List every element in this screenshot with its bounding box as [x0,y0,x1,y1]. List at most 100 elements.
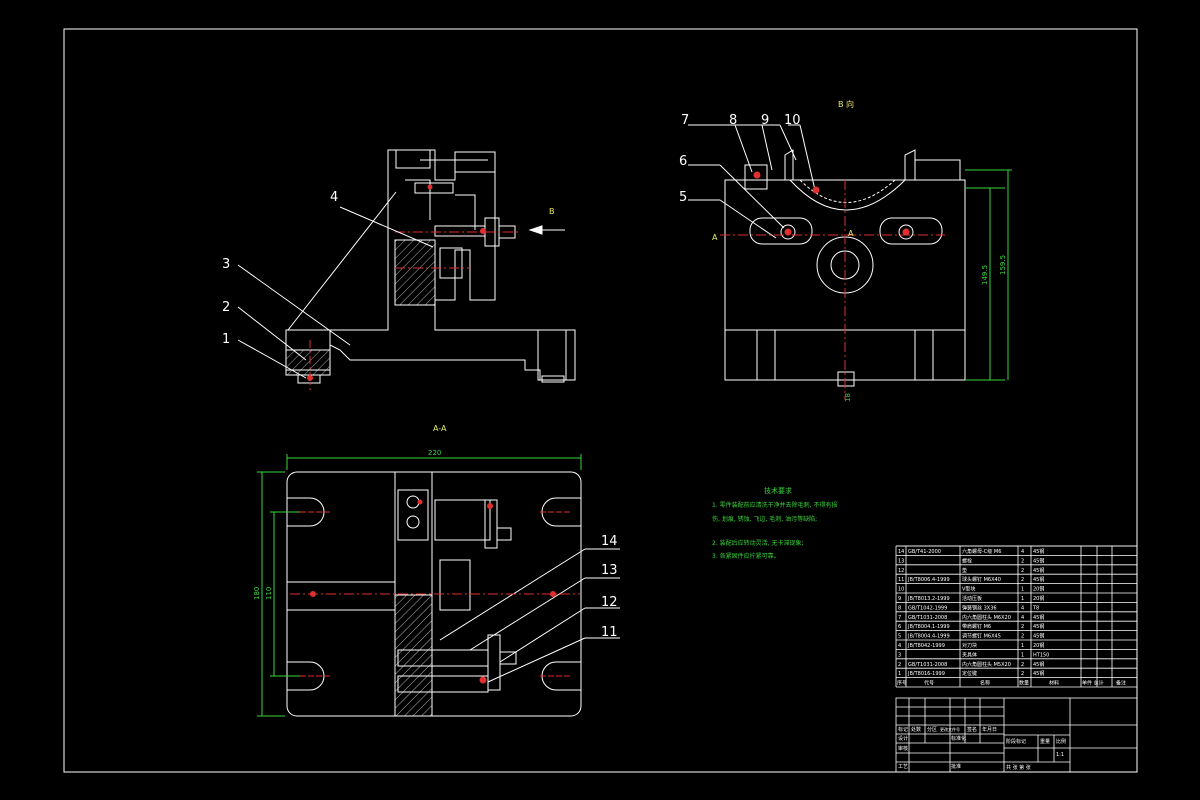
dim-height-inner: 110 [265,587,273,600]
parts-row-mat: 45钢 [1033,576,1044,583]
tb-scale: 比例 [1056,738,1066,745]
balloon-3: 3 [222,257,230,272]
tb-sheet: 共 张 第 张 [1006,764,1031,771]
parts-row-code: JB/T8004.1-1999 [907,624,950,630]
section-aa-view [286,471,620,717]
parts-row-qty: 4 [1021,605,1024,611]
parts-row-name: 垫 [962,567,967,574]
parts-row-name: 内六角圆柱头 M6X20 [962,614,1011,621]
b-view [688,124,1012,387]
front-view [237,149,576,390]
parts-row-qty: 2 [1021,671,1024,677]
tech-notes-line1: 1. 零件装配前应清洗干净并去除毛刺, 不得有损 [712,501,837,509]
tech-notes-line2: 伤, 划痕, 锈蚀, 飞边, 毛刺, 油污等缺陷; [712,515,817,523]
parts-row-mat: 45钢 [1033,661,1044,668]
dim-width-top: 220 [428,449,441,457]
parts-row-qty: 2 [1021,568,1024,574]
parts-row-mat: 45钢 [1033,548,1044,555]
parts-row-code: JB/T8006.4-1999 [907,577,950,583]
parts-row-code: JB/T8013.2-1999 [907,596,950,602]
tb-doc: 更改文件号 [940,726,960,732]
b-view-centerlines [720,171,945,400]
parts-row-name: 对刀块 [962,642,977,649]
drawing-frame [63,28,1138,773]
parts-row-no: 14 [898,549,904,555]
parts-row-no: 9 [898,596,901,602]
parts-row-qty: 4 [1021,549,1024,555]
parts-row-name: 球头螺钉 M6X40 [962,576,1001,583]
parts-header-mat: 材料 [1049,680,1059,687]
parts-row-qty: 2 [1021,634,1024,640]
balloon-11: 11 [601,625,618,640]
parts-row-mat: 45钢 [1033,633,1044,640]
parts-row-no: 5 [898,634,901,640]
parts-row-no: 4 [898,643,901,649]
tb-scale-value: 1:1 [1056,752,1064,758]
parts-row-no: 13 [898,558,904,564]
parts-row-no: 10 [898,587,904,593]
parts-row-mat: 45钢 [1033,567,1044,574]
parts-header-no: 序号 [897,680,907,687]
parts-row-qty: 2 [1021,662,1024,668]
parts-list [895,545,1138,688]
parts-row-name: 定位键 [962,670,977,677]
balloon-13: 13 [601,563,618,578]
parts-row-qty: 2 [1021,624,1024,630]
parts-row-no: 7 [898,615,901,621]
parts-row-code: GB/T1042-1999 [908,605,947,611]
parts-row-no: 12 [898,568,904,574]
parts-row-no: 2 [898,662,901,668]
balloon-14: 14 [601,534,618,549]
parts-row-qty: 2 [1021,577,1024,583]
tb-approve: 批准 [951,763,961,770]
tb-craft: 工艺 [898,764,908,770]
parts-header-note: 备注 [1116,680,1126,687]
parts-header-qty: 数量 [1019,680,1029,687]
balloon-8: 8 [729,113,737,128]
section-aa-title: A-A [433,424,447,433]
parts-row-code: JB/T8016-1999 [907,671,945,677]
balloon-9: 9 [761,113,769,128]
dim-height-right-outer: 159.5 [999,255,1007,275]
parts-row-name: 六角螺母-C级 M6 [962,548,1001,555]
dim-height-right-inner: 149.5 [981,265,989,285]
tb-review: 审核 [898,745,908,752]
parts-row-mat: HT150 [1033,652,1049,658]
parts-row-code: GB/T41-2000 [908,549,941,555]
section-a-label-left: A [712,233,718,242]
parts-row-mat: 20钢 [1033,595,1044,602]
tb-mark: 标记 [898,726,908,733]
title-block [895,697,1138,773]
parts-row-code: GB/T1031-2008 [908,662,947,668]
balloon-2: 2 [222,300,230,315]
parts-header-code: 代号 [924,680,934,687]
parts-row-no: 3 [898,652,901,658]
parts-row-name: 夹具体 [962,651,977,658]
parts-row-name: 螺栓 [962,557,972,564]
tb-stage: 阶段标记 [1006,738,1026,745]
tb-std: 标准化 [951,735,966,742]
dim-height-outer: 180 [253,587,261,600]
balloon-4: 4 [330,190,338,205]
parts-row-no: 6 [898,624,901,630]
section-aa-dims [257,454,582,717]
balloon-6: 6 [679,154,687,169]
parts-row-code: GB/T1031-2008 [908,615,947,621]
parts-row-code: JB/T8004.4-1999 [907,634,950,640]
parts-row-no: 8 [898,605,901,611]
parts-row-mat: 45钢 [1033,614,1044,621]
parts-row-qty: 2 [1021,558,1024,564]
parts-row-no: 1 [898,671,901,677]
section-a-label-right: A [848,229,854,238]
parts-row-name: 弹簧钢丝 3X36 [962,604,997,611]
front-view-markers [307,184,486,381]
parts-row-mat: 45钢 [1033,557,1044,564]
section-aa-centerlines [290,499,580,684]
tb-design: 设计 [898,735,908,742]
parts-row-mat: 20钢 [1033,642,1044,649]
parts-header-name: 名称 [980,680,990,687]
tb-zone: 分区 [927,726,937,733]
parts-row-name: V型块 [962,586,975,593]
